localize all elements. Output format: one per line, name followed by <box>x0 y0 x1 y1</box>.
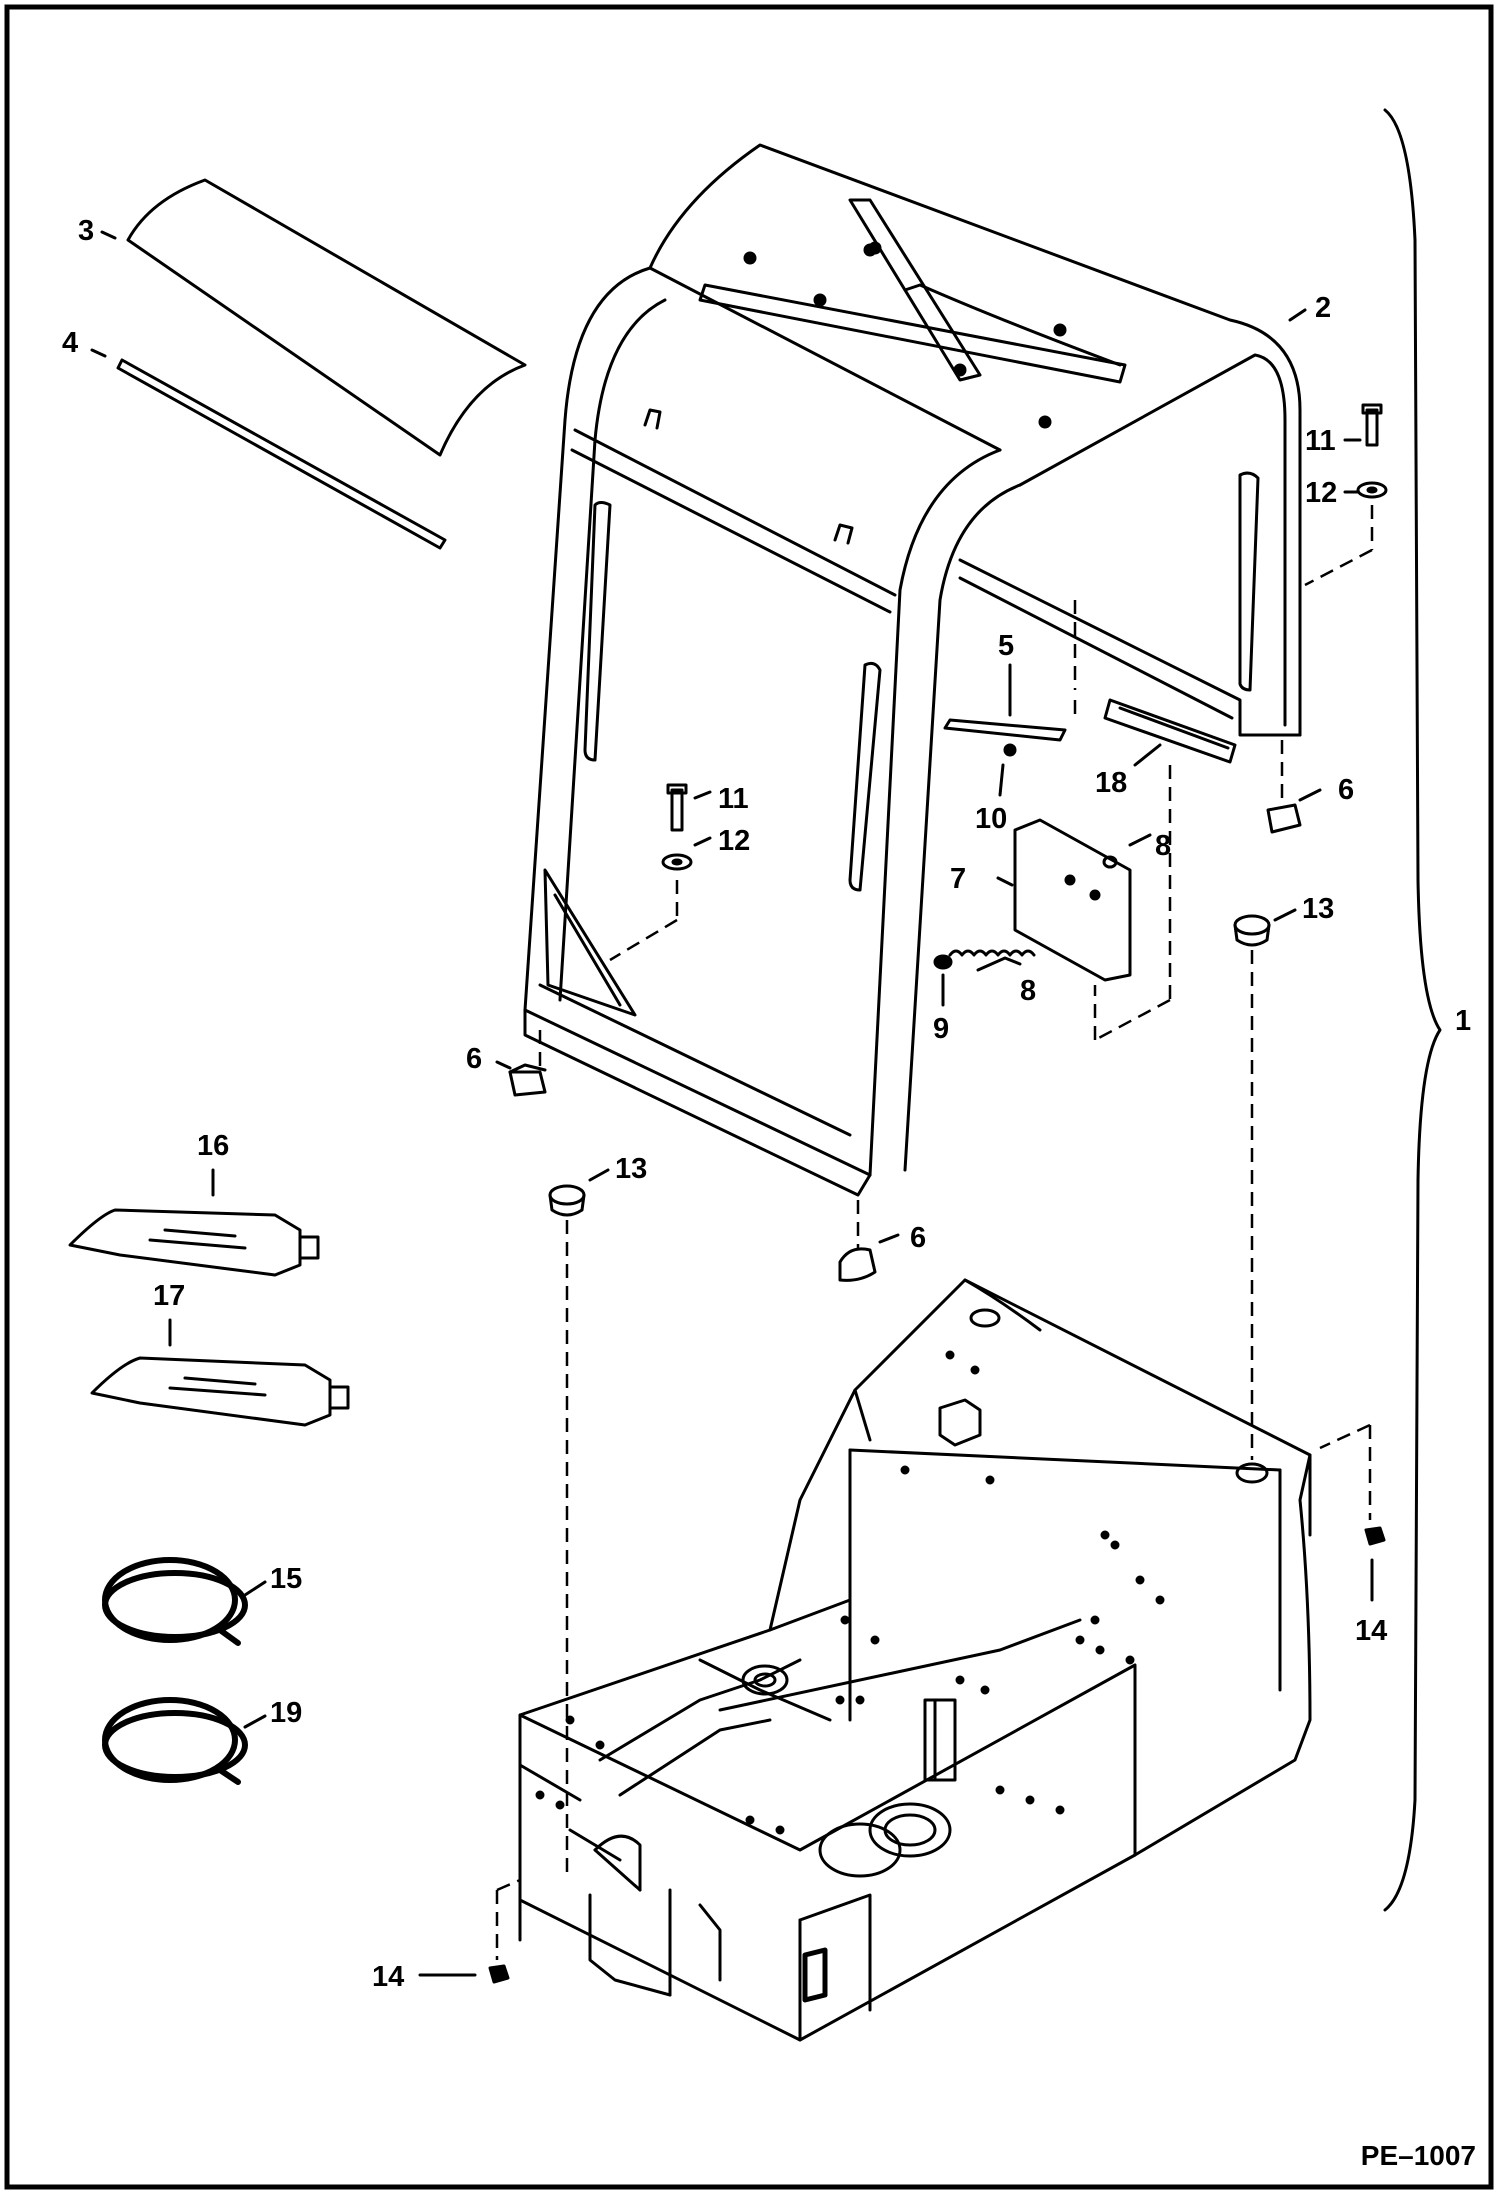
drawing-code: PE–1007 <box>1360 2140 1476 2171</box>
seal-coil-19 <box>105 1700 245 1782</box>
callout-13-right: 13 <box>1302 893 1334 925</box>
washer-12-left <box>663 855 691 869</box>
bracket-plate <box>1015 820 1130 980</box>
callout-10: 10 <box>975 803 1007 835</box>
callout-2: 2 <box>1315 292 1331 324</box>
callout-6-right: 6 <box>1338 774 1354 806</box>
o-ring-8 <box>1104 857 1116 867</box>
seal-coil-15 <box>105 1560 245 1643</box>
callout-6-bottom: 6 <box>910 1222 926 1254</box>
tube-17 <box>92 1358 348 1425</box>
screw-10 <box>1005 745 1015 755</box>
upper-frame-base <box>520 1280 1310 2040</box>
callout-14-right: 14 <box>1355 1615 1387 1647</box>
callout-1: 1 <box>1455 1005 1471 1037</box>
canopy-frame <box>525 145 1300 1195</box>
screw-9 <box>935 956 951 968</box>
windshield-glass <box>128 180 525 455</box>
spring-set <box>950 951 1034 970</box>
callout-16: 16 <box>197 1130 229 1162</box>
alignment-lines <box>497 505 1372 1960</box>
callout-14-bottom: 14 <box>372 1961 404 1993</box>
callout-8-lower: 8 <box>1020 975 1036 1007</box>
nut-14-bottom <box>490 1966 508 1982</box>
strip-18 <box>1105 700 1235 762</box>
isolator-13-left <box>550 1186 584 1215</box>
callout-11-left: 11 <box>718 783 749 815</box>
washer-12-right <box>1358 483 1386 497</box>
nut-14-right <box>1366 1528 1384 1544</box>
callout-15: 15 <box>270 1563 302 1595</box>
tube-16 <box>70 1210 318 1275</box>
bolt-11-right <box>1363 405 1381 445</box>
callout-18: 18 <box>1095 767 1127 799</box>
leader-lines <box>92 232 1372 1975</box>
callout-11-right: 11 <box>1305 425 1336 457</box>
diagram-border <box>4 4 1494 2190</box>
callout-13-left: 13 <box>615 1153 647 1185</box>
assembly-brace <box>1385 110 1440 1910</box>
callout-19: 19 <box>270 1697 302 1729</box>
callout-7: 7 <box>950 863 966 895</box>
callout-12-right: 12 <box>1305 477 1337 509</box>
callout-4: 4 <box>62 327 78 359</box>
callouts: 1 2 3 4 5 6 6 6 7 8 8 9 10 11 11 12 12 1… <box>62 215 1471 1993</box>
windshield-seal <box>118 360 445 548</box>
callout-3: 3 <box>78 215 94 247</box>
callout-8-upper: 8 <box>1155 830 1171 862</box>
isolator-13-right <box>1235 916 1269 945</box>
callout-12-left: 12 <box>718 825 750 857</box>
strip-5 <box>945 720 1065 740</box>
callout-6-left: 6 <box>466 1043 482 1075</box>
foot-6-bottom <box>840 1249 875 1280</box>
callout-9: 9 <box>933 1013 949 1045</box>
callout-17: 17 <box>153 1280 185 1312</box>
foot-6-left <box>510 1065 545 1095</box>
foot-6-right <box>1268 805 1300 832</box>
callout-5: 5 <box>998 630 1014 662</box>
bolt-11-left <box>668 785 686 830</box>
